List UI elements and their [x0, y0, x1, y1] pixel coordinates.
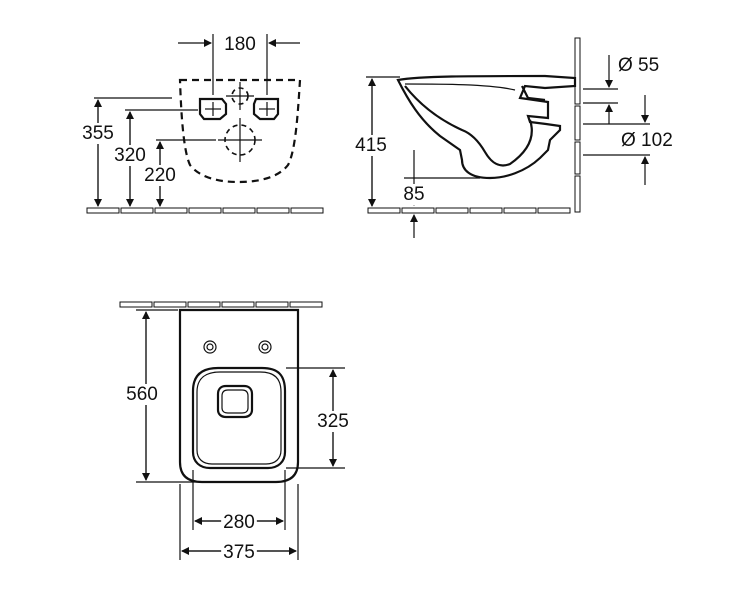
- dim-415: 415: [353, 76, 400, 207]
- toilet-top-outline: [178, 308, 300, 484]
- label-backing: [353, 135, 389, 156]
- top-view: 560 325 280 375: [119, 301, 351, 563]
- dim-415-label: 415: [355, 135, 387, 156]
- dim-85: 85: [401, 150, 480, 238]
- label-backing: [315, 411, 351, 432]
- dim-280-label: 280: [223, 512, 255, 533]
- dim-d102: Ø 102: [583, 95, 675, 185]
- floor-tiles: [86, 207, 324, 214]
- dim-180: 180: [178, 34, 300, 95]
- dim-320: 320: [112, 109, 198, 207]
- dim-220-label: 220: [144, 165, 176, 186]
- side-view: 415 85 Ø 55 Ø 102: [353, 37, 675, 238]
- dim-180-label: 180: [224, 34, 256, 55]
- side-floor-tiles: [367, 207, 571, 214]
- dim-325: 325: [286, 367, 351, 469]
- dim-320-label: 320: [114, 145, 146, 166]
- dim-355: 355: [80, 97, 172, 207]
- dim-560-label: 560: [126, 384, 158, 405]
- mounting-hole-right: [252, 97, 280, 121]
- label-backing: [221, 512, 257, 533]
- dim-85-label: 85: [403, 184, 424, 205]
- bowl-opening-outer: [191, 366, 287, 470]
- label-backing: [221, 542, 257, 563]
- dim-375: 375: [179, 484, 299, 563]
- dim-375-label: 375: [223, 542, 255, 563]
- label-backing: [222, 34, 258, 55]
- mounting-hole-left: [198, 97, 228, 121]
- inlet-circle: [226, 82, 254, 110]
- label-backing: [142, 165, 178, 186]
- dim-d55-label: Ø 55: [618, 55, 659, 76]
- label-backing: [619, 130, 675, 151]
- label-backing: [616, 55, 662, 76]
- label-backing: [124, 384, 160, 405]
- bolt-right: [258, 340, 272, 354]
- top-wall-tiles: [119, 301, 323, 308]
- wall: [574, 37, 581, 213]
- label-backing: [112, 145, 148, 166]
- toilet-side-profile: [396, 74, 577, 180]
- dim-280: 280: [192, 470, 286, 533]
- label-backing: [401, 184, 427, 205]
- dim-560: 560: [124, 309, 200, 483]
- label-backing: [80, 123, 116, 144]
- bowl-opening-inner: [196, 371, 282, 465]
- dim-325-label: 325: [317, 411, 349, 432]
- dim-d55: Ø 55: [583, 55, 662, 124]
- waste-circle: [218, 118, 262, 162]
- dim-355-label: 355: [82, 123, 114, 144]
- dim-d102-label: Ø 102: [621, 130, 673, 151]
- front-view: 180 355 320 220: [80, 34, 324, 214]
- bolt-left: [203, 340, 217, 354]
- bowl-outlet: [216, 384, 254, 419]
- toilet-side-inner: [404, 85, 533, 167]
- bowl-outline-dashed: [178, 78, 302, 184]
- dim-220: 220: [142, 139, 216, 207]
